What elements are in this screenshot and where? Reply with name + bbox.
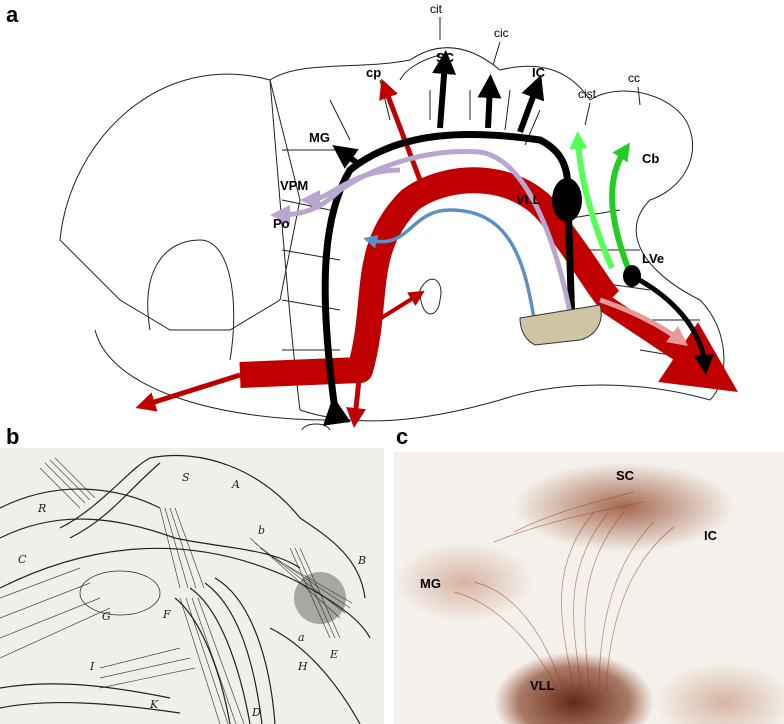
nucleus-outline [79, 570, 161, 616]
label-b-b: b [258, 524, 265, 537]
label-b-E: E [329, 648, 338, 661]
stained-section: SC IC MG VLL [394, 452, 784, 724]
panel-letter-c: c [396, 424, 409, 449]
label-mg: MG [309, 130, 330, 145]
panel-c-stained-section: SC IC MG VLL [394, 452, 784, 724]
lve-nucleus [623, 265, 641, 287]
panel-b-histology-drawing: A B b R S G F E H a D K I C [0, 448, 384, 724]
label-b-F: F [162, 608, 171, 621]
panel-a-schematic: a [6, 2, 738, 439]
brainstem-schematic: cit cic cp SC IC cist cc MG VPM Po VLL C… [59, 2, 738, 439]
label-cb: Cb [642, 151, 659, 166]
dense-nucleus [294, 572, 346, 624]
stain-vll [494, 652, 654, 724]
label-b-B: B [357, 554, 366, 567]
bright-green-pathway [569, 131, 615, 270]
label-b-R: R [37, 502, 46, 515]
label-po: Po [273, 216, 290, 231]
blue-pathway [363, 208, 537, 326]
stain-sc [514, 462, 734, 552]
label-lve: LVe [642, 251, 664, 266]
thick-red-pathway [239, 167, 620, 388]
label-b-A: A [231, 478, 240, 491]
label-c-sc: SC [616, 468, 635, 483]
lavender-pathway [270, 149, 578, 341]
panel-letter-a: a [6, 2, 19, 27]
black-arrow-ic [517, 74, 545, 134]
dense-fibers [0, 457, 353, 724]
stained-fibers [453, 491, 675, 693]
stain-right [654, 662, 784, 724]
label-b-D: D [251, 706, 261, 719]
red-arrow-cp [379, 78, 423, 181]
label-cist: cist [578, 87, 597, 101]
red-arrow-left [135, 372, 241, 412]
label-c-ic: IC [704, 528, 718, 543]
label-c-mg: MG [420, 576, 441, 591]
panel-letter-b: b [6, 424, 20, 449]
lavender-branch [300, 167, 401, 210]
label-cp: cp [366, 65, 381, 80]
label-vpm: VPM [280, 178, 308, 193]
black-pathway [321, 130, 576, 426]
stain-mg [394, 542, 534, 622]
label-b-a: a [298, 631, 305, 644]
label-cic: cic [494, 26, 509, 40]
label-c-vll: VLL [530, 678, 555, 693]
label-b-H: H [297, 660, 308, 673]
label-b-G: G [102, 610, 111, 623]
fiber-strokes [0, 454, 371, 724]
label-b-S: S [182, 471, 190, 484]
red-arrow-down [346, 369, 366, 428]
red-arrow-right [595, 292, 738, 392]
fiber-drawing: A B b R S G F E H a D K I C [0, 448, 384, 724]
label-cit: cit [430, 2, 443, 16]
pink-pathway [599, 297, 689, 346]
vll-nucleus [552, 178, 582, 222]
black-pathway-lve [628, 272, 714, 375]
nucleus-region [519, 304, 602, 346]
label-b-C: C [18, 553, 27, 566]
black-arrow-cic [477, 74, 502, 129]
label-vll: VLL [516, 192, 541, 207]
green-pathway [609, 142, 631, 270]
label-b-K: K [149, 698, 159, 711]
black-arrow-sc [432, 50, 457, 129]
label-ic: IC [532, 65, 546, 80]
red-arrow-small [376, 290, 425, 322]
label-cc: cc [628, 71, 640, 85]
label-sc: SC [436, 50, 455, 65]
black-arrow-mg [332, 144, 362, 169]
label-leaders [439, 17, 641, 126]
label-b-I: I [89, 660, 95, 673]
